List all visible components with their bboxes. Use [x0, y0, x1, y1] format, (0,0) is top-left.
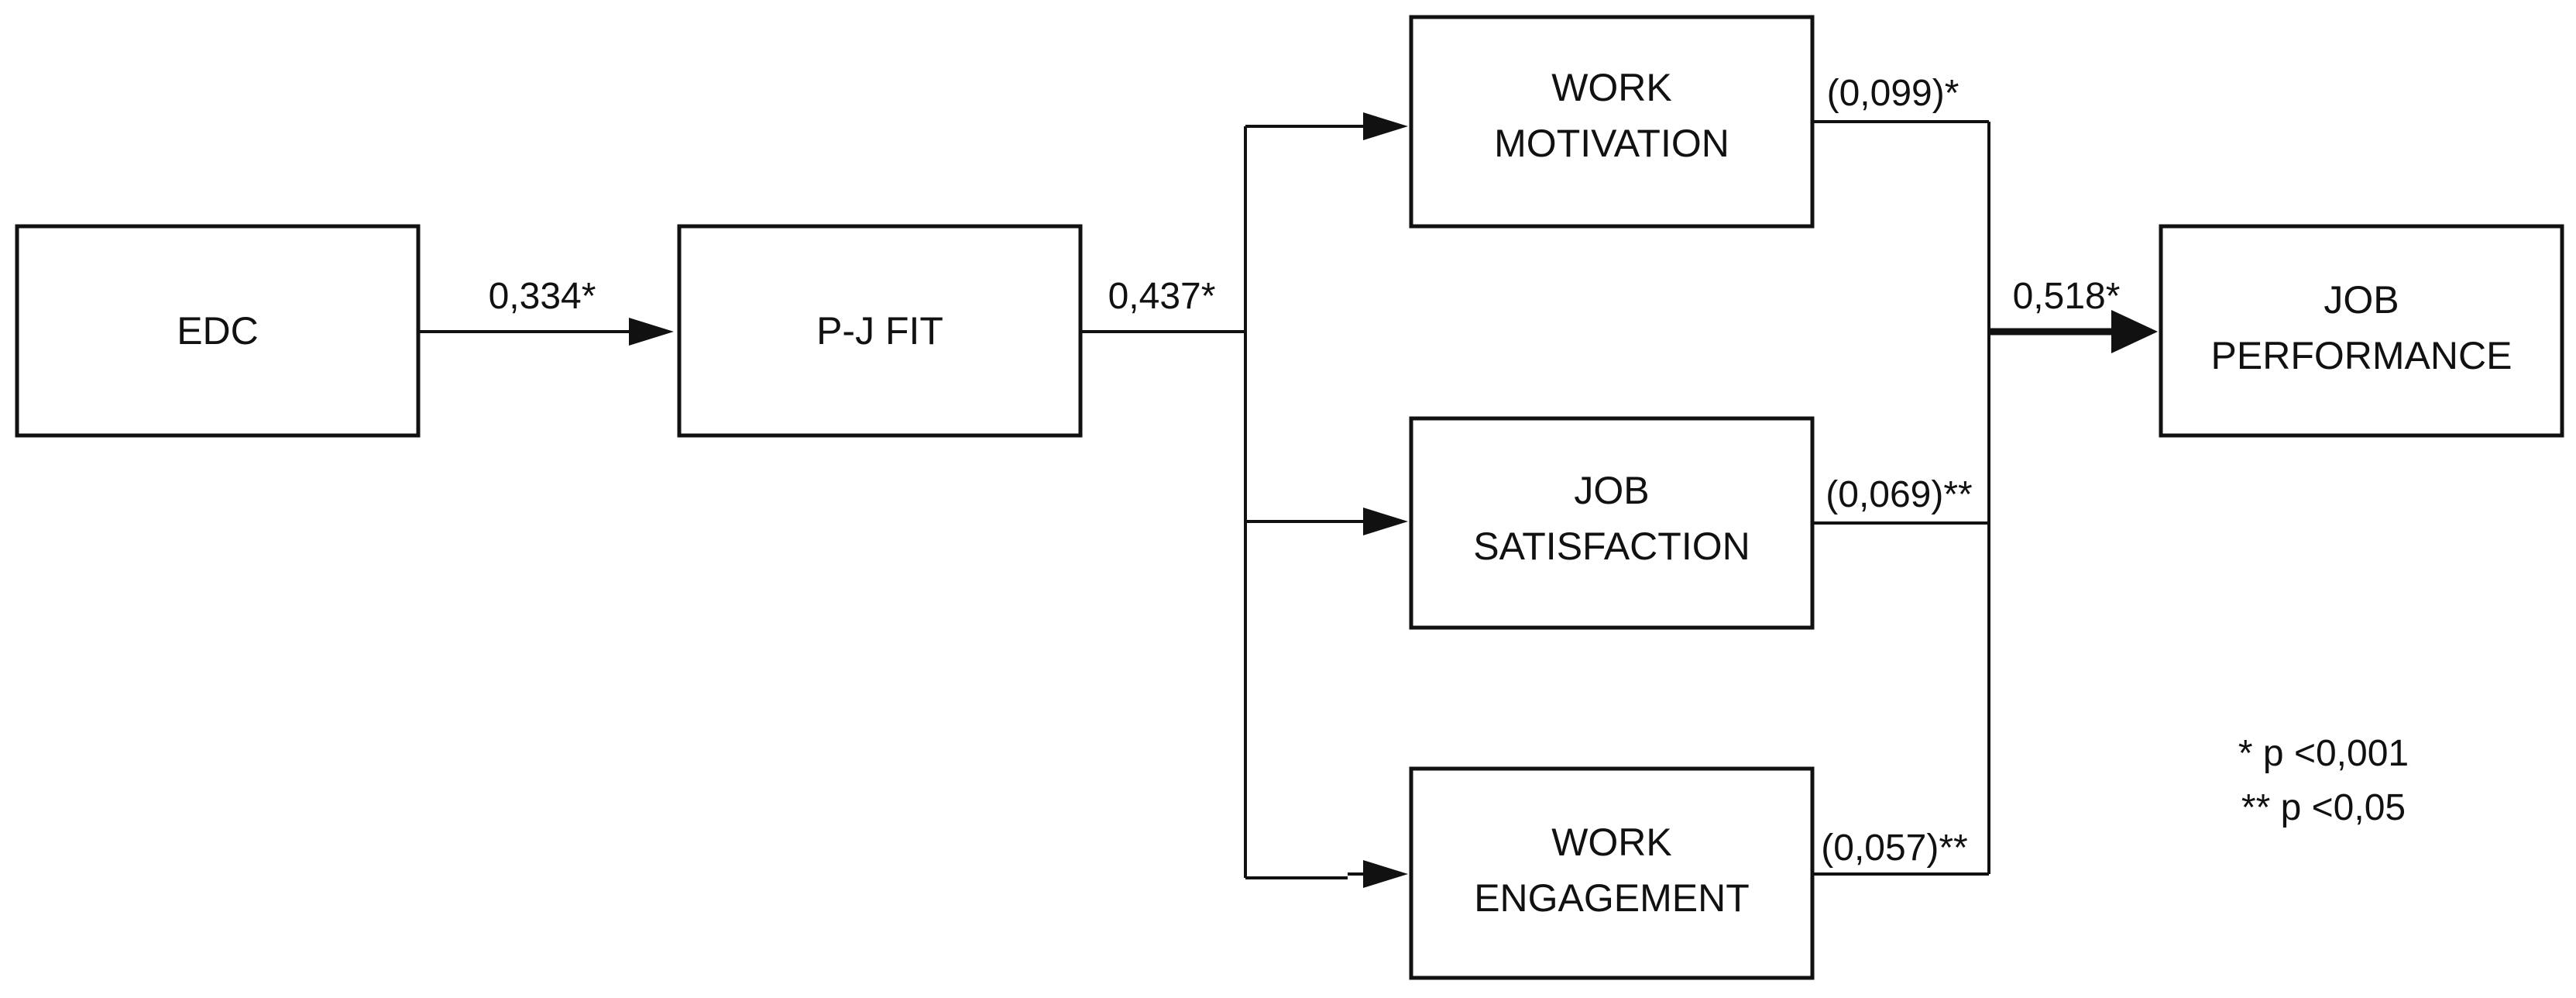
node-pj-fit: P-J FIT [677, 224, 1083, 438]
node-job-satisfaction-line1: JOB [1574, 469, 1649, 512]
node-work-motivation-line2: MOTIVATION [1494, 122, 1729, 165]
node-work-motivation-box [1409, 15, 1815, 229]
node-job-performance-box [2159, 224, 2564, 438]
node-job-performance-line1: JOB [2324, 278, 2399, 322]
node-job-satisfaction-line2: SATISFACTION [1473, 525, 1750, 568]
node-pj-fit-label: P-J FIT [816, 309, 943, 353]
arrowhead-pjfit [629, 318, 674, 346]
significance-legend: * p <0,001 ** p <0,05 [2238, 733, 2409, 828]
node-work-motivation-line1: WORK [1551, 66, 1672, 109]
arrowhead-satisfaction [1363, 508, 1408, 535]
node-job-satisfaction-box [1409, 416, 1815, 630]
node-work-engagement-line1: WORK [1551, 821, 1672, 864]
arrowhead-engagement [1363, 860, 1408, 888]
node-edc: EDC [15, 224, 421, 438]
node-job-satisfaction: JOB SATISFACTION [1409, 416, 1815, 630]
legend-line-2: ** p <0,05 [2241, 787, 2406, 828]
edge-label-performance: 0,518* [2013, 276, 2121, 317]
arrowhead-performance [2111, 310, 2158, 353]
connectors [418, 112, 2158, 888]
edge-label-pjfit-mediators: 0,437* [1108, 276, 1216, 317]
legend-line-1: * p <0,001 [2238, 733, 2409, 774]
node-edc-box [15, 224, 421, 438]
node-work-engagement: WORK ENGAGEMENT [1409, 766, 1815, 980]
node-job-performance-line2: PERFORMANCE [2211, 334, 2512, 377]
edge-label-satisfaction: (0,069)** [1826, 474, 1972, 515]
node-job-performance: JOB PERFORMANCE [2159, 224, 2564, 438]
node-edc-label: EDC [177, 309, 259, 353]
edge-label-edc-pjfit: 0,334* [489, 276, 596, 317]
node-work-motivation: WORK MOTIVATION [1409, 15, 1815, 229]
edge-label-engagement: (0,057)** [1821, 828, 1967, 869]
node-work-engagement-box [1409, 766, 1815, 980]
node-work-engagement-line2: ENGAGEMENT [1474, 876, 1750, 920]
edge-label-motivation: (0,099)* [1827, 73, 1959, 114]
node-pj-fit-box [677, 224, 1083, 438]
arrowhead-motivation [1363, 112, 1408, 140]
